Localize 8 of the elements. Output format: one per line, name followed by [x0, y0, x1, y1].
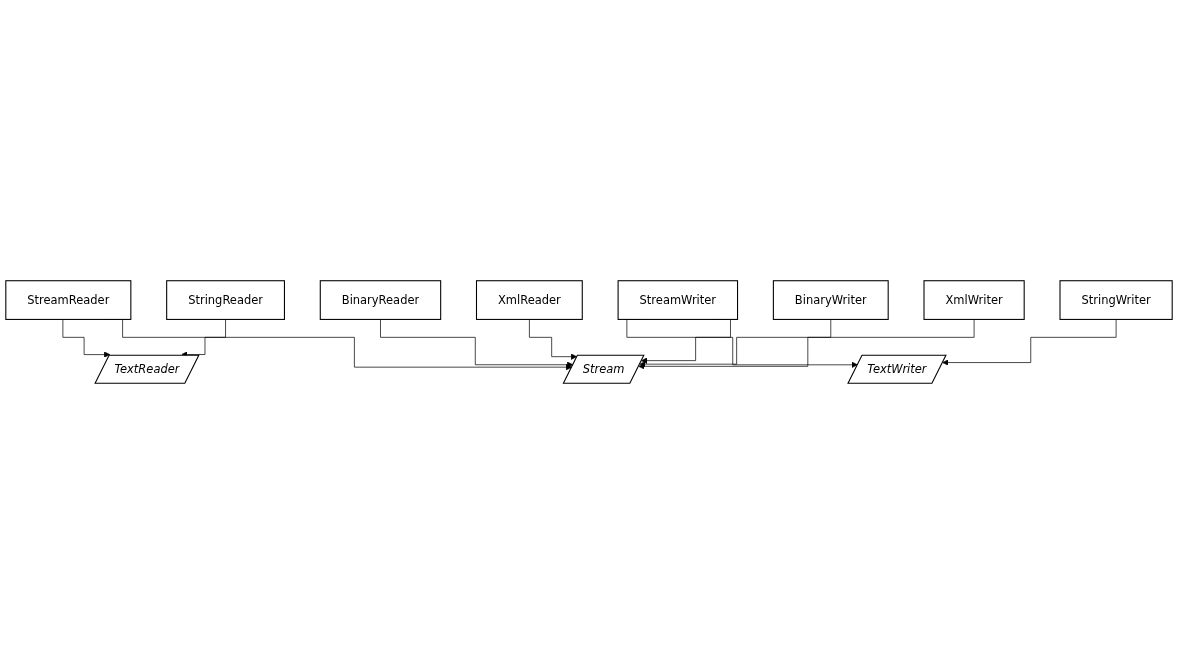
node-box: StringWriter [1059, 280, 1173, 320]
node-box: StreamReader [5, 280, 132, 320]
node-box: StreamWriter [617, 280, 739, 320]
node-box: BinaryWriter [772, 280, 889, 320]
node-box: XmlReader [475, 280, 583, 320]
node-box: XmlWriter [923, 280, 1025, 320]
node-box: StringReader [166, 280, 285, 320]
node-box: BinaryReader [319, 280, 442, 320]
